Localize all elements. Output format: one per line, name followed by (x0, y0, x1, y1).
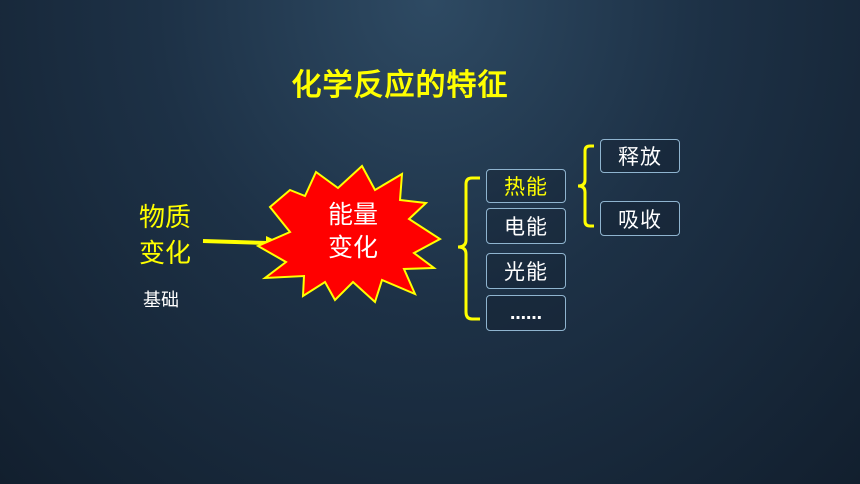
energy-change-line2: 变化 (327, 233, 378, 262)
material-change-line2: 变化 (139, 239, 192, 269)
page-title: 化学反应的特征 (291, 68, 509, 103)
energy-change-line1: 能量 (327, 200, 378, 229)
basis-label: 基础 (143, 290, 179, 311)
material-change-line1: 物质 (139, 203, 192, 233)
material-change-label: 物质 变化 (139, 200, 203, 272)
heat-branch-bracket (577, 144, 594, 228)
energy-form-more: …… (486, 295, 566, 331)
energy-form-heat: 热能 (486, 169, 566, 203)
arrow-line (202, 239, 269, 245)
energy-forms-bracket (457, 176, 480, 321)
energy-change-label: 能量 变化 (318, 198, 388, 264)
heat-release-box: 释放 (600, 139, 680, 173)
energy-form-light: 光能 (486, 253, 566, 289)
heat-absorb-box: 吸收 (600, 201, 680, 236)
energy-form-electric: 电能 (486, 208, 566, 244)
energy-burst-shape (255, 164, 442, 304)
